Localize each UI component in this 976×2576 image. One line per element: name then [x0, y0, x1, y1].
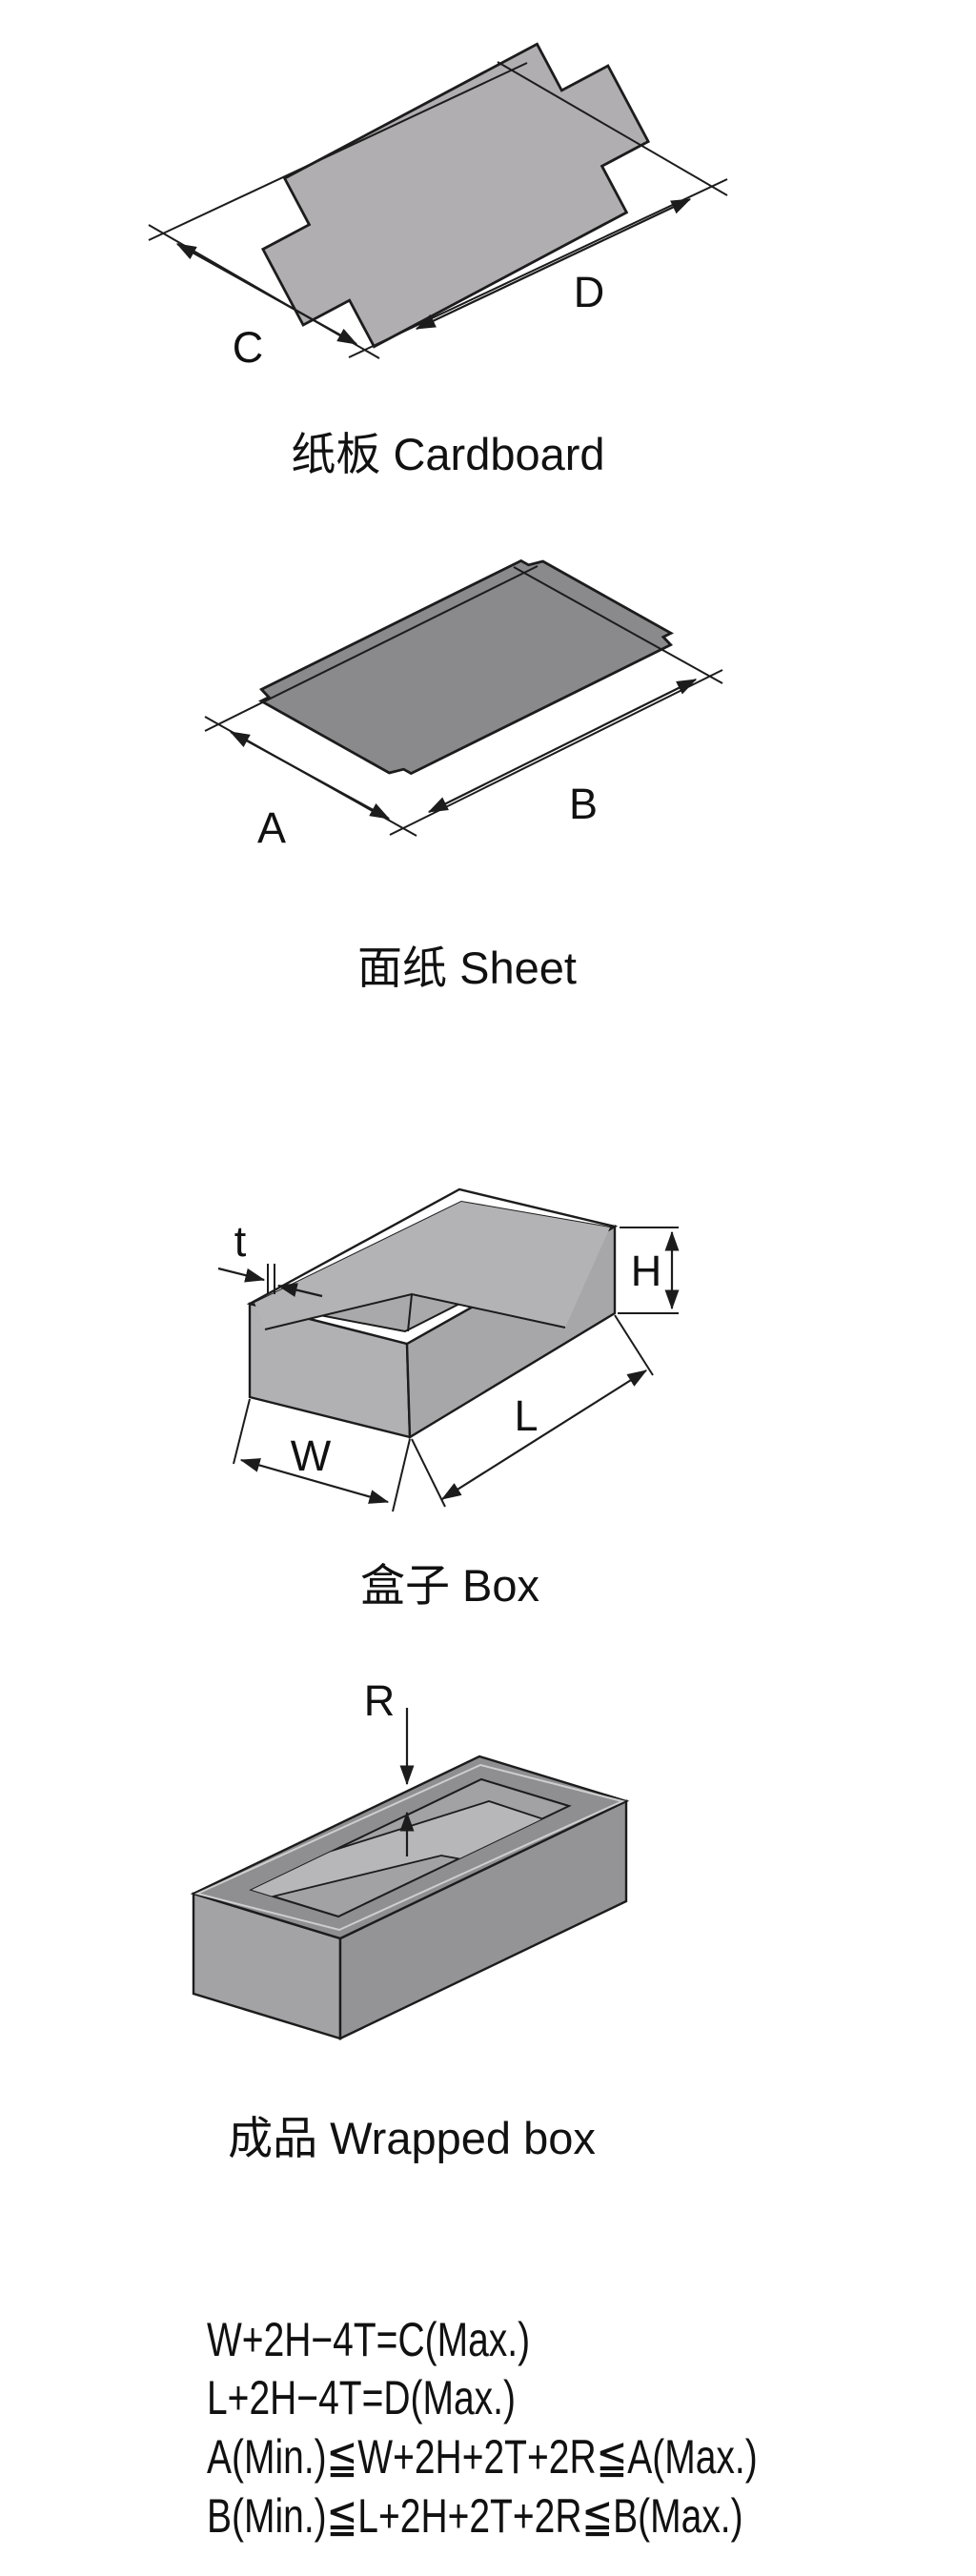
box-inner-corner-edge: [407, 1293, 413, 1332]
length-dimension: L: [411, 1314, 654, 1508]
sheet-caption: 面纸 Sheet: [357, 943, 577, 993]
dim-label-d: D: [574, 268, 605, 316]
dim-label-b: B: [569, 780, 598, 828]
dim-label-t: t: [234, 1217, 247, 1266]
dim-label-a: A: [257, 803, 286, 852]
wrapped-box-caption: 成品 Wrapped box: [228, 2113, 596, 2163]
dim-label-w: W: [291, 1431, 332, 1480]
b-dimension-line: [427, 679, 698, 813]
cardboard-diagram: C D 纸板 Cardboard: [148, 42, 728, 479]
sheet-shape: [257, 558, 675, 776]
c-dimension-line: [175, 243, 358, 345]
formula-line-4: B(Min.)≦L+2H+2T+2R≦B(Max.): [207, 2488, 743, 2543]
wrapped-box-diagram: R 成品 Wrapped box: [190, 1676, 630, 2163]
box-caption: 盒子 Box: [360, 1560, 539, 1611]
formula-line-2: L+2H−4T=D(Max.): [207, 2370, 516, 2424]
box-floor: [254, 1202, 610, 1329]
dim-label-r: R: [364, 1676, 396, 1725]
thickness-annotation: t: [217, 1217, 323, 1298]
height-dimension: H: [618, 1227, 680, 1314]
dim-label-c: C: [233, 323, 264, 372]
wrapped-rim-highlight: [193, 1763, 626, 1932]
width-dimension: W: [233, 1398, 411, 1512]
cardboard-blank-shape: [260, 42, 651, 349]
formula-line-1: W+2H−4T=C(Max.): [207, 2312, 530, 2366]
dim-label-l: L: [514, 1391, 538, 1440]
formula-line-3: A(Min.)≦W+2H+2T+2R≦A(Max.): [207, 2429, 758, 2484]
box-diagram: t H W L 盒子 Box: [217, 1187, 680, 1611]
formula-block: W+2H−4T=C(Max.) L+2H−4T=D(Max.) A(Min.)≦…: [207, 2312, 758, 2543]
cardboard-caption: 纸板 Cardboard: [291, 429, 604, 479]
rim-annotation: R: [364, 1676, 415, 1856]
d-dimension-line: [415, 198, 692, 330]
sheet-diagram: A B 面纸 Sheet: [204, 558, 723, 993]
dim-label-h: H: [631, 1247, 662, 1295]
a-dimension-line: [229, 731, 391, 820]
